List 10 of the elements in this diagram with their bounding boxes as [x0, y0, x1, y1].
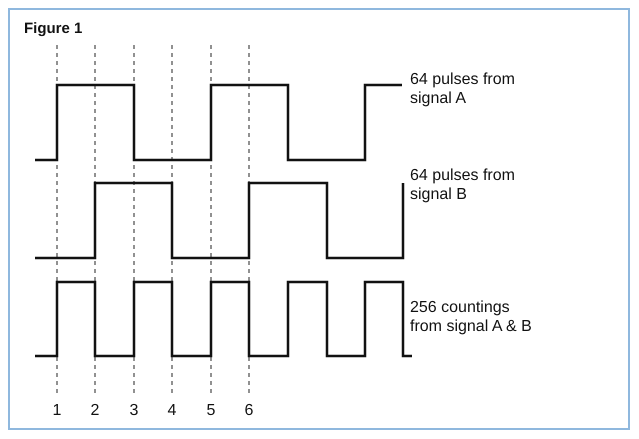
tick-number: 3 — [128, 401, 140, 421]
tick-number: 5 — [206, 401, 216, 421]
signal-label: 64 pulses from signal A — [410, 70, 516, 108]
tick-number: 4 — [166, 401, 178, 421]
signal-label: 64 pulses from signal B — [410, 166, 516, 204]
signal-label: 256 countings from signal A & B — [410, 298, 533, 336]
figure-title: Figure 1 — [24, 19, 82, 39]
tick-number: 2 — [90, 401, 100, 421]
tick-number: 6 — [244, 401, 254, 421]
tick-number: 1 — [52, 401, 62, 421]
